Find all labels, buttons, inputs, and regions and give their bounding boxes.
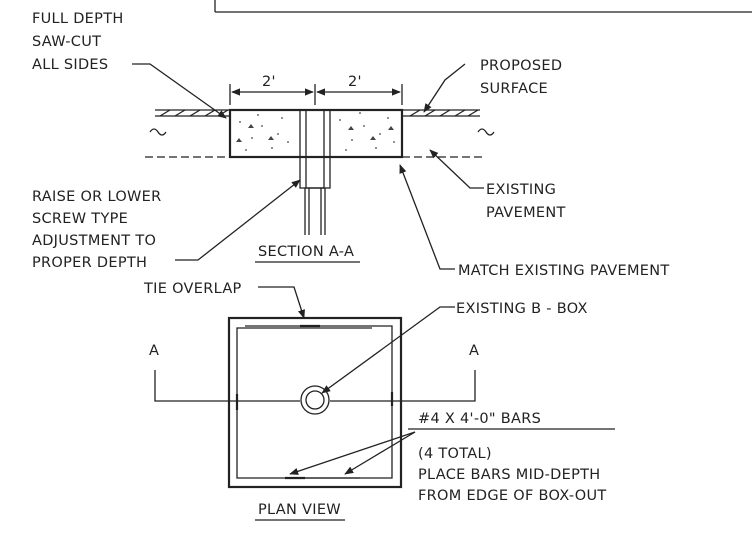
section-mark-right: A bbox=[469, 343, 479, 359]
label-bars-3: PLACE BARS MID-DEPTH bbox=[418, 467, 601, 483]
label-bars-4: FROM EDGE OF BOX-OUT bbox=[418, 488, 607, 504]
label-raise-4: PROPER DEPTH bbox=[32, 255, 147, 271]
label-proposed-1: PROPOSED bbox=[480, 58, 562, 74]
label-proposed-2: SURFACE bbox=[480, 81, 548, 97]
label-existing-1: EXISTING bbox=[486, 182, 556, 198]
box-out-outline bbox=[227, 316, 403, 489]
label-bars-1: #4 X 4'-0" BARS bbox=[418, 411, 541, 427]
bar-top-right bbox=[245, 325, 393, 404]
section-leaders bbox=[132, 63, 484, 270]
b-box-inner-icon bbox=[305, 390, 325, 410]
bar-bottom-left bbox=[236, 394, 360, 479]
label-existing-2: PAVEMENT bbox=[486, 205, 566, 221]
label-full-depth-2: SAW-CUT bbox=[32, 34, 101, 50]
label-full-depth-3: ALL SIDES bbox=[32, 57, 108, 73]
label-raise-2: SCREW TYPE bbox=[32, 211, 128, 227]
label-tie-overlap: TIE OVERLAP bbox=[143, 281, 242, 297]
break-mark-right bbox=[477, 128, 495, 136]
break-mark-left bbox=[149, 128, 167, 136]
concrete-box-out bbox=[228, 108, 404, 159]
label-raise-1: RAISE OR LOWER bbox=[32, 189, 162, 205]
label-existing-b-box: EXISTING B - BOX bbox=[456, 301, 588, 317]
dimension-left: 2' bbox=[262, 74, 276, 90]
label-raise-3: ADJUSTMENT TO bbox=[32, 233, 156, 249]
section-title: SECTION A-A bbox=[258, 244, 354, 260]
label-match-existing: MATCH EXISTING PAVEMENT bbox=[458, 263, 670, 279]
plan-view bbox=[154, 286, 615, 521]
title-block-border bbox=[214, 0, 752, 13]
plan-title: PLAN VIEW bbox=[258, 502, 341, 518]
bar-top-left bbox=[236, 327, 372, 410]
b-box-outer-icon bbox=[300, 385, 330, 415]
bar-bottom-right bbox=[300, 392, 393, 479]
label-bars-2: (4 TOTAL) bbox=[418, 446, 492, 462]
section-mark-left: A bbox=[149, 343, 159, 359]
label-full-depth-1: FULL DEPTH bbox=[32, 11, 124, 27]
section-view bbox=[145, 84, 495, 235]
dimension-right: 2' bbox=[348, 74, 362, 90]
